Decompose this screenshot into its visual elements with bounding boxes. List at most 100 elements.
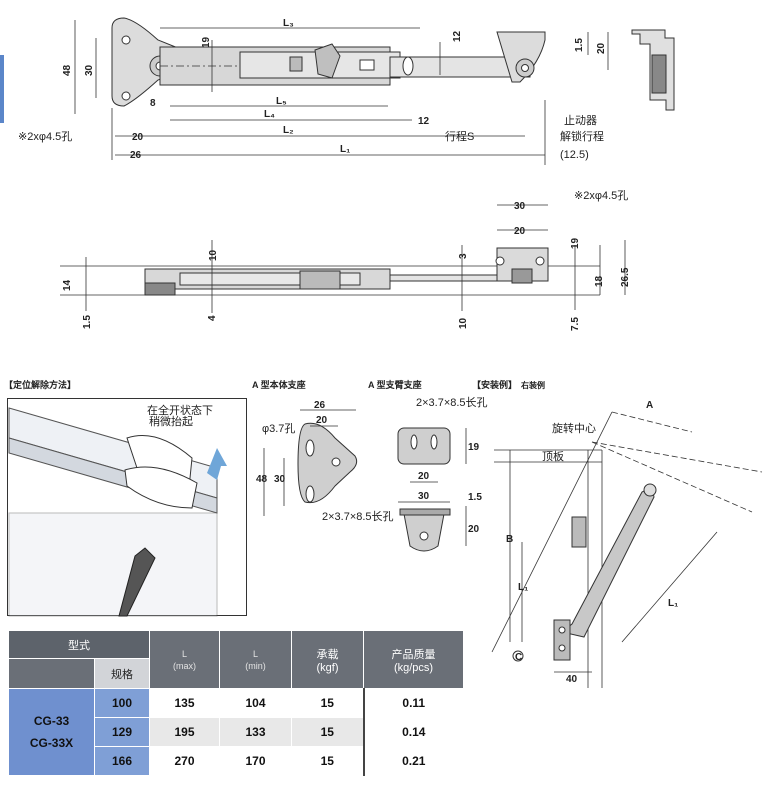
drawing-stroke	[85, 204, 626, 313]
install-label-l1: L₁	[518, 582, 528, 593]
drawing-stroke	[491, 411, 613, 653]
drawing-stroke	[621, 531, 718, 643]
install-pivot-label: 旋转中心	[552, 421, 596, 435]
install-drawing: A B L₁ L₁ 旋转中心 顶板 C 40	[491, 400, 763, 688]
drawing-stroke	[558, 626, 566, 634]
dim-L2: L₂	[283, 125, 294, 136]
drawing-stroke	[553, 619, 571, 661]
header-load: 承载 (kgf)	[291, 630, 364, 689]
dim-8: 8	[150, 98, 156, 109]
table-row: CG-33 CG-33X 100 135 104 15 0.11	[8, 688, 464, 776]
install-arm-pivot	[643, 483, 657, 497]
bracket-hole-bottom	[121, 91, 131, 101]
drawing-stroke	[305, 485, 315, 503]
drawing-stroke	[591, 441, 763, 473]
side-view-drawing: 14 1.5 10 4 3 10 30 20 19 18 26.5 7.5 ※2…	[60, 189, 631, 331]
body-dim-30: 30	[274, 474, 286, 485]
side-dim-7.5: 7.5	[570, 317, 581, 331]
install-label-a: A	[646, 400, 653, 411]
side-dim-19: 19	[570, 237, 581, 249]
top-hole-note: ※2xφ4.5孔	[18, 130, 72, 143]
side-dim-10-top: 10	[208, 249, 219, 261]
spec-cell: 166	[94, 746, 150, 776]
header-lmax: L (max)	[149, 630, 220, 689]
drawing-stroke	[558, 644, 566, 652]
header-lmin-top: L	[252, 648, 258, 659]
stopper-value: (12.5)	[560, 149, 589, 161]
stopper-label-2: 解锁行程	[560, 129, 604, 143]
lift-arrow-icon	[207, 448, 227, 480]
arm-dim-20b: 20	[468, 524, 480, 535]
drawing-stroke	[651, 54, 667, 94]
model-name: CG-33	[33, 714, 70, 728]
install-label-b: B	[506, 534, 513, 545]
dim-19: 19	[201, 36, 212, 48]
lmax-cell: 195	[149, 717, 220, 747]
model-name: CG-33X	[29, 736, 74, 750]
table-row: 129 195 133 15 0.14	[9, 717, 464, 747]
dim-26: 26	[130, 150, 142, 161]
spec-cell: 129	[94, 717, 150, 747]
arm-bracket	[496, 31, 546, 83]
header-mass-top: 产品质量	[391, 648, 436, 661]
arm-dim-19: 19	[468, 442, 480, 453]
drawing-stroke	[144, 282, 176, 296]
drawing-stroke	[331, 457, 341, 467]
release-title: 【定位解除方法】	[4, 380, 77, 390]
body-dim-48: 48	[256, 474, 268, 485]
header-lmin: L (min)	[219, 630, 292, 689]
drawing-stroke	[571, 516, 587, 548]
drawing-stroke	[124, 466, 198, 509]
lmax-cell: 270	[149, 746, 220, 776]
mass-cell: 0.14	[362, 717, 464, 747]
drawing-stroke	[289, 56, 303, 72]
arm-dim-1.5: 1.5	[468, 492, 482, 503]
side-dim-18: 18	[594, 275, 605, 287]
header-spec: 规格	[94, 658, 150, 689]
dim-12-bottom: 12	[418, 116, 430, 127]
header-model: 型式	[8, 630, 150, 659]
load-cell: 15	[291, 746, 364, 776]
side-arm-bracket	[496, 247, 549, 282]
arm-slot-note: 2×3.7×8.5长孔	[416, 396, 488, 409]
load-cell: 15	[291, 717, 364, 747]
mass-cell: 0.21	[362, 746, 464, 776]
drawing-stroke	[591, 441, 753, 513]
install-board-label: 顶板	[542, 449, 564, 463]
drawing-stroke	[398, 428, 467, 546]
header-lmin-bottom: (min)	[245, 660, 266, 671]
header-mass-bottom: (kg/pcs)	[393, 661, 434, 674]
drawing-stroke	[359, 59, 375, 71]
table-row: 166 270 170 15 0.21	[9, 746, 464, 776]
body-dim-26: 26	[314, 400, 326, 411]
spec-cell: 100	[94, 688, 150, 718]
drawing-stroke	[399, 508, 451, 516]
cabinet-side	[8, 512, 218, 617]
drawing-stroke	[397, 427, 451, 465]
drawing-stroke	[263, 409, 356, 516]
side-dim-30: 30	[514, 201, 526, 212]
dim-12-top: 12	[452, 30, 463, 42]
dim-L5: L₅	[276, 96, 287, 107]
edge-accent-bar	[0, 55, 4, 123]
header-model-spacer	[8, 658, 95, 689]
install-title: 【安装例】右装例	[472, 378, 545, 391]
install-label-l1b: L₁	[668, 598, 678, 609]
side-dim-14: 14	[62, 279, 73, 291]
drawing-stroke	[611, 411, 693, 433]
drawing-stroke	[410, 434, 418, 450]
stopper-label-1: 止动器	[564, 114, 597, 127]
body-mount-drawing: 26 20 48 30 φ3.7孔 2×3.7×8.5长孔	[256, 400, 394, 523]
lmin-cell: 133	[219, 717, 292, 747]
drawing-stroke	[402, 56, 414, 76]
header-mass: 产品质量 (kg/pcs)	[363, 630, 464, 689]
stopper-lever	[314, 43, 341, 79]
body-mount-title: A 型本体支座	[252, 380, 306, 390]
body-dim-20: 20	[316, 415, 328, 426]
release-illustration: 在全开状态下 稍微抬起	[7, 398, 247, 617]
arm-mount-title: A 型支臂支座	[368, 380, 422, 390]
dim-L4: L₄	[264, 109, 275, 120]
side-dim-26.5: 26.5	[620, 267, 631, 287]
lmin-cell: 170	[219, 746, 292, 776]
drawing-stroke	[299, 270, 341, 290]
